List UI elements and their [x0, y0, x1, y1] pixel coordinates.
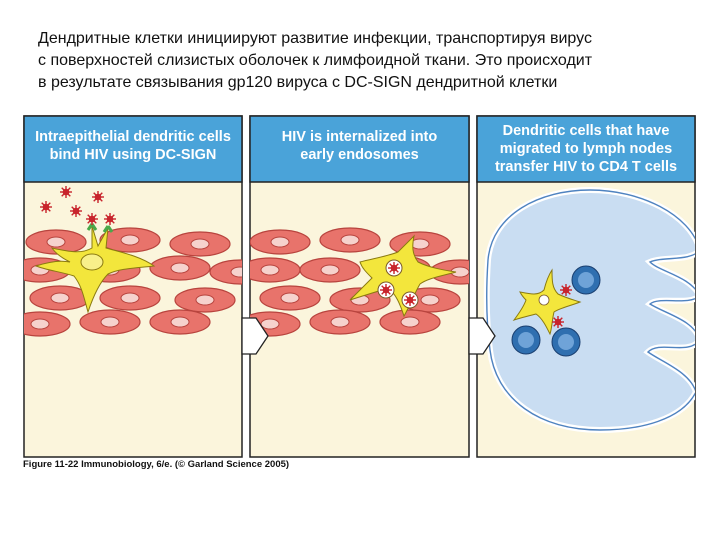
figure-credit: Figure 11-22 Immunobiology, 6/e. (© Garl… — [23, 459, 290, 470]
panel-3-title-bar — [476, 115, 696, 183]
panel-1-title-line-1: Intraepithelial dendritic cells — [35, 129, 231, 145]
panel-2-title-line-1: HIV is internalized into — [281, 129, 438, 145]
t-cell-1 — [571, 265, 601, 295]
caption-line-2: с поверхностей слизистых оболочек к лимф… — [38, 52, 593, 69]
panel-1-title-line-2: bind HIV using DC-SIGN — [49, 147, 217, 163]
caption-line-3: в результате связывания gp120 вируса с D… — [38, 74, 558, 91]
arrow-2 — [468, 317, 496, 355]
panel-3-title-line-2: migrated to lymph nodes — [499, 141, 673, 157]
arrow-1 — [241, 317, 269, 355]
panel-2-title-line-2: early endosomes — [300, 147, 419, 163]
dendritic-cell-2 — [349, 234, 457, 318]
panel-2-title: HIV is internalized into early endosomes — [250, 128, 469, 164]
panel-3-title-line-3: transfer HIV to CD4 T cells — [494, 159, 678, 175]
lymph-node — [483, 186, 695, 434]
t-cell-3 — [551, 327, 581, 357]
panel-1-title-bar — [23, 115, 243, 183]
panel-3-title: Dendritic cells that have migrated to ly… — [477, 122, 695, 176]
dc-sign-receptor — [86, 223, 114, 233]
panel-1-title: Intraepithelial dendritic cells bind HIV… — [24, 128, 242, 164]
panel-2 — [249, 115, 470, 458]
t-cell-2 — [511, 325, 541, 355]
panel-2-title-bar — [249, 115, 470, 183]
caption-line-1: Дендритные клетки инициируют развитие ин… — [38, 30, 592, 47]
slide-caption: Дендритные клетки инициируют развитие ин… — [38, 28, 698, 94]
panel-3-title-line-1: Dendritic cells that have — [502, 123, 670, 139]
panel-1 — [23, 115, 243, 458]
panel-3 — [476, 115, 696, 458]
